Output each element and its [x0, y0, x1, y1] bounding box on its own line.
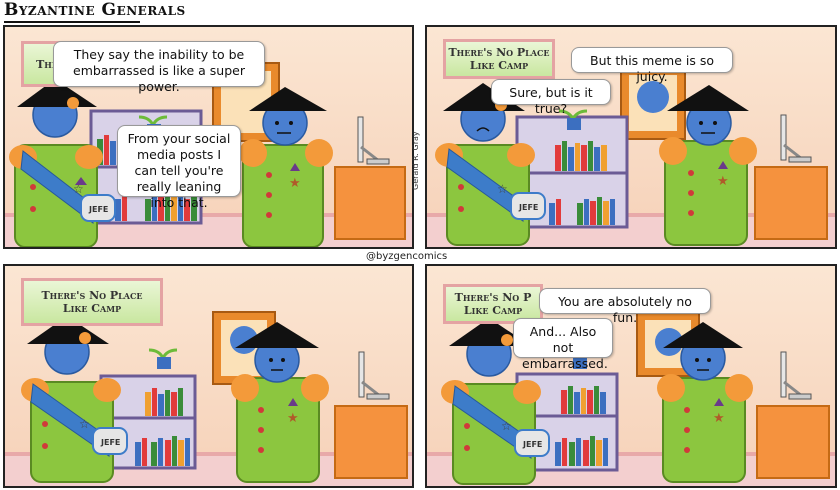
panel-3-scene: ☆ ★ — [5, 311, 412, 486]
panel-1: ☆ ★ The JEFE They say the inability to b… — [3, 25, 414, 249]
title-underline — [4, 21, 140, 23]
general-left: ☆ — [21, 316, 128, 483]
speech-bubble-1: But this meme is so juicy. — [571, 47, 733, 84]
comic-credit: @byzgencomics — [366, 251, 448, 262]
books-top — [561, 386, 606, 414]
books-bottom — [135, 436, 190, 466]
sign-line-1: There's No P — [454, 291, 532, 304]
speech-bubble-2: And... Also not embarrassed. — [513, 318, 613, 371]
books-bottom — [555, 436, 608, 466]
panel-3: ☆ ★ There's No Place Like Camp JEFE — [3, 264, 414, 488]
books-top — [555, 141, 607, 171]
general-left: ☆ — [441, 318, 550, 485]
sign-line-1: There's No Place — [448, 46, 550, 59]
general-right: ★ — [659, 85, 757, 246]
svg-text:☆: ☆ — [501, 419, 512, 433]
camp-sign: There's No Place Like Camp — [21, 278, 163, 326]
sign-line-2: Like Camp — [62, 302, 122, 315]
svg-text:★: ★ — [289, 176, 301, 191]
camp-sign: There's No Place Like Camp — [443, 39, 555, 79]
sign-line-1: There's No Place — [41, 289, 143, 302]
books-bottom — [549, 197, 615, 225]
svg-text:★: ★ — [713, 411, 725, 426]
comic-title: Byzantine Generals — [4, 0, 186, 20]
panel-2-scene: ☆ ★ — [427, 66, 835, 247]
jefe-mug-label: JEFE — [519, 203, 539, 212]
jefe-mug-label: JEFE — [101, 438, 121, 447]
panel-4: ☆ ★ There's No P Like Camp JEFE You are … — [425, 264, 837, 488]
general-right: ★ — [657, 322, 753, 483]
books-bottom — [115, 193, 197, 221]
general-right: ★ — [239, 87, 333, 247]
sign-line-2: Like Camp — [463, 304, 523, 317]
speech-bubble-2: Sure, but is it true? — [491, 79, 611, 116]
svg-text:★: ★ — [287, 411, 299, 426]
books-top — [145, 388, 183, 416]
artist-signature: Gerald R. Gray — [411, 131, 420, 190]
speech-bubble-1: You are absolutely no fun. — [539, 288, 711, 325]
general-left: ☆ — [435, 83, 546, 246]
panel-4-scene: ☆ ★ — [427, 311, 835, 486]
camp-sign-partial: There's No P Like Camp — [443, 284, 543, 324]
jefe-mug-label: JEFE — [523, 440, 543, 449]
speech-bubble-1: They say the inability to be embarrassed… — [53, 41, 265, 94]
general-right: ★ — [231, 322, 329, 483]
svg-text:☆: ☆ — [73, 182, 84, 196]
speech-bubble-2: From your social media posts I can tell … — [117, 125, 241, 210]
jefe-mug-label: JEFE — [89, 205, 109, 214]
sign-partial-text: The — [36, 57, 58, 71]
svg-text:☆: ☆ — [79, 417, 90, 431]
general-left: ☆ — [9, 79, 116, 247]
panel-2: ☆ ★ There's No Place Like Camp JEFE But … — [425, 25, 837, 249]
svg-text:☆: ☆ — [497, 182, 508, 196]
sign-line-2: Like Camp — [469, 59, 529, 72]
svg-text:★: ★ — [717, 174, 729, 189]
